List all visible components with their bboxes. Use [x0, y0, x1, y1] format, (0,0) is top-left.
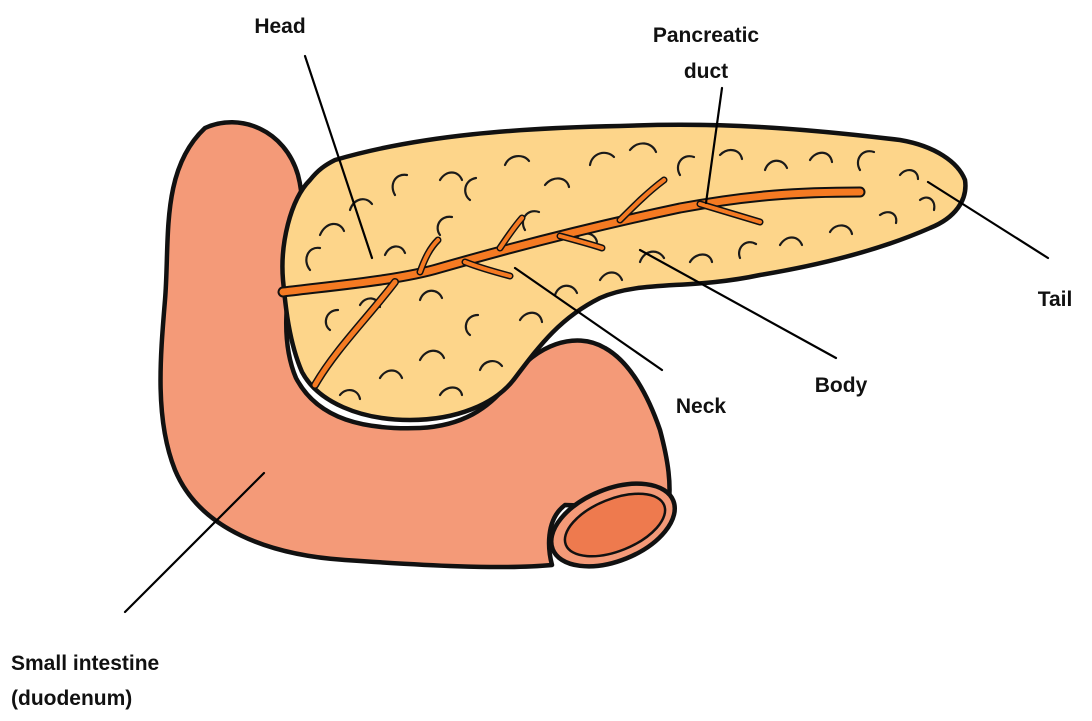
label-small-intestine-line1: Small intestine [11, 652, 159, 675]
label-neck: Neck [676, 395, 727, 418]
label-small-intestine-line2: (duodenum) [11, 687, 132, 710]
label-pancreatic-duct-line1: Pancreatic [653, 24, 760, 47]
label-pancreatic-duct-line2: duct [684, 60, 728, 83]
label-tail: Tail [1038, 288, 1073, 311]
label-body: Body [815, 374, 868, 397]
label-head: Head [254, 15, 305, 38]
